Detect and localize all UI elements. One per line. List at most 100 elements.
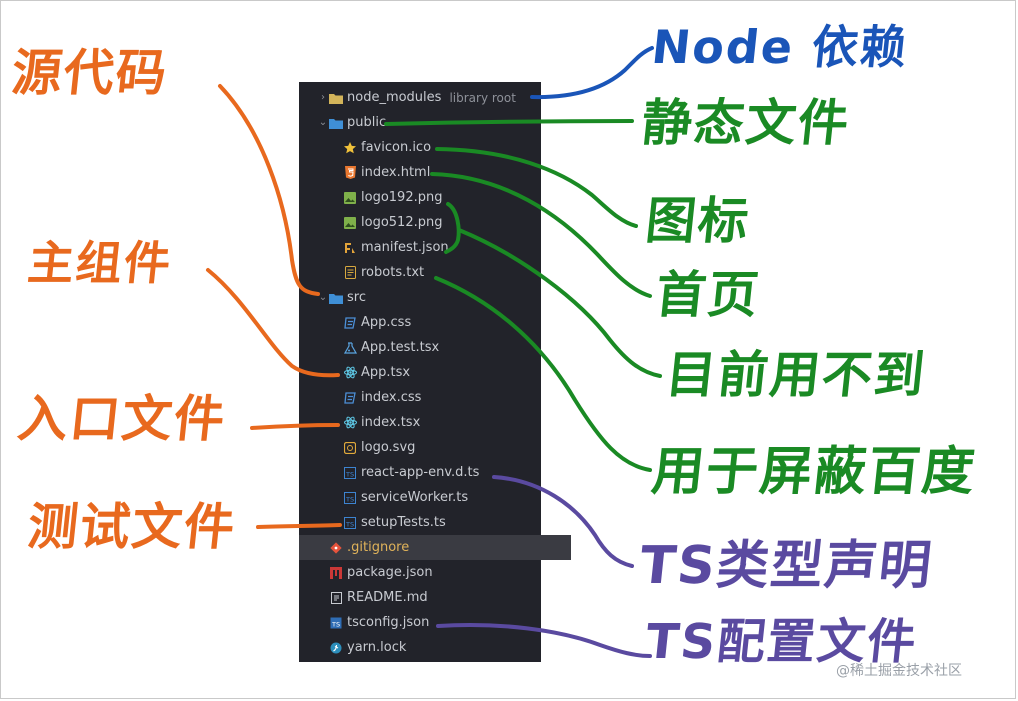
ts-file-icon: TS	[343, 466, 357, 480]
tree-item-label: index.css	[361, 390, 422, 405]
arrow-node-deps	[530, 46, 654, 100]
react-icon	[343, 416, 357, 430]
react-icon	[343, 366, 357, 380]
tree-item-label: README.md	[347, 590, 428, 605]
svg-text:TS: TS	[345, 495, 354, 503]
arrow-entry-file	[250, 423, 340, 430]
tree-item-label: src	[347, 290, 366, 305]
annotation-main-component: 主组件	[25, 236, 175, 290]
annotation-test-file: 测试文件	[24, 498, 240, 556]
arrow-test-file	[256, 523, 342, 529]
tree-item-public[interactable]: ⌄ public	[299, 110, 559, 135]
tree-item-readme[interactable]: README.md	[299, 585, 571, 610]
annotation-icon: 图标	[642, 192, 754, 250]
svg-text:TS: TS	[331, 620, 340, 628]
annotation-node-deps: Node 依赖	[649, 20, 912, 74]
tree-item-label: robots.txt	[361, 265, 425, 280]
svg-text:TS: TS	[345, 520, 354, 528]
tree-item-label: logo192.png	[361, 190, 443, 205]
tree-item-index-tsx[interactable]: index.tsx	[299, 410, 585, 435]
bracket-icons	[444, 202, 461, 254]
arrow-source-code	[218, 84, 320, 296]
tree-item-label: .gitignore	[347, 540, 410, 555]
image-file-icon	[343, 216, 357, 230]
test-file-icon	[343, 341, 357, 355]
chevron-right-icon[interactable]: ›	[321, 92, 325, 103]
tree-item-node-modules[interactable]: › node_modules library root	[299, 85, 559, 110]
library-root-label: library root	[449, 90, 516, 105]
npm-icon	[329, 566, 343, 580]
arrow-ts-types	[492, 475, 634, 568]
ts-config-icon: TS	[329, 616, 343, 630]
tree-item-label: yarn.lock	[347, 640, 407, 655]
tree-item-package-json[interactable]: package.json	[299, 560, 571, 585]
tree-item-app-css[interactable]: App.css	[299, 310, 585, 335]
watermark: @稀土掘金技术社区	[836, 663, 962, 679]
folder-icon	[329, 116, 343, 130]
tree-item-setup-tests[interactable]: TS setupTests.ts	[299, 510, 585, 535]
tree-item-app-tsx[interactable]: App.tsx	[299, 360, 585, 385]
annotation-entry-file: 入口文件	[14, 390, 230, 448]
annotation-ts-config: TS配置文件	[643, 614, 921, 670]
css-file-icon	[343, 391, 357, 405]
tree-item-label: App.tsx	[361, 365, 411, 380]
star-icon	[343, 141, 357, 155]
tree-item-logo-svg[interactable]: logo.svg	[299, 435, 585, 460]
tree-item-logo192[interactable]: logo192.png	[299, 185, 585, 210]
chevron-down-icon[interactable]: ⌄	[318, 117, 328, 128]
tree-item-label: node_modules	[347, 90, 442, 105]
tree-item-src[interactable]: ⌄ src	[299, 285, 559, 310]
tree-item-label: tsconfig.json	[347, 615, 430, 630]
tree-item-gitignore[interactable]: .gitignore	[299, 535, 571, 560]
tree-item-label: index.tsx	[361, 415, 421, 430]
ts-file-icon: TS	[343, 516, 357, 530]
annotation-homepage: 首页	[652, 266, 764, 324]
tree-item-label: logo512.png	[361, 215, 443, 230]
tree-item-label: setupTests.ts	[361, 515, 446, 530]
arrow-static-files	[384, 119, 634, 126]
svg-text:TS: TS	[345, 470, 354, 478]
tree-item-manifest[interactable]: manifest.json	[299, 235, 585, 260]
svg-file-icon	[343, 441, 357, 455]
tree-item-label: App.test.tsx	[361, 340, 440, 355]
tree-item-service-worker[interactable]: TS serviceWorker.ts	[299, 485, 585, 510]
annotation-static-files: 静态文件	[638, 94, 854, 152]
annotation-crawler: 用于屏蔽百度	[648, 442, 980, 502]
tree-item-label: favicon.ico	[361, 140, 432, 155]
image-file-icon	[343, 191, 357, 205]
tree-item-index-css[interactable]: index.css	[299, 385, 585, 410]
readme-file-icon	[329, 591, 343, 605]
tree-item-label: index.html	[361, 165, 431, 180]
tree-item-robots[interactable]: robots.txt	[299, 260, 585, 285]
folder-icon	[329, 91, 343, 105]
chevron-down-icon[interactable]: ⌄	[318, 292, 328, 303]
tree-item-yarn-lock[interactable]: yarn.lock	[299, 635, 571, 660]
ts-file-icon: TS	[343, 491, 357, 505]
arrow-main-component	[206, 268, 340, 378]
tree-item-label: logo.svg	[361, 440, 416, 455]
tree-item-label: App.css	[361, 315, 412, 330]
arrow-homepage	[430, 172, 652, 298]
tree-item-index-html[interactable]: index.html	[299, 160, 585, 185]
tree-item-app-test[interactable]: App.test.tsx	[299, 335, 585, 360]
text-file-icon	[343, 266, 357, 280]
tree-item-logo512[interactable]: logo512.png	[299, 210, 585, 235]
file-explorer-tree: › node_modules library root ⌄ public fav…	[299, 82, 571, 662]
yarn-icon	[329, 641, 343, 655]
folder-icon	[329, 291, 343, 305]
annotation-ts-types: TS类型声明	[636, 536, 937, 596]
tree-item-tsconfig[interactable]: TS tsconfig.json	[299, 610, 571, 635]
arrow-unused	[457, 228, 662, 378]
json-file-icon	[343, 241, 357, 255]
annotation-unused: 目前用不到	[662, 346, 930, 404]
tree-item-react-app-env[interactable]: TS react-app-env.d.ts	[299, 460, 585, 485]
tree-item-label: manifest.json	[361, 240, 449, 255]
tree-item-label: package.json	[347, 565, 433, 580]
arrow-crawler	[434, 276, 652, 472]
tree-item-favicon[interactable]: favicon.ico	[299, 135, 585, 160]
tree-item-label: public	[347, 115, 387, 130]
tree-item-label: react-app-env.d.ts	[361, 465, 480, 480]
tree-item-label: serviceWorker.ts	[361, 490, 469, 505]
